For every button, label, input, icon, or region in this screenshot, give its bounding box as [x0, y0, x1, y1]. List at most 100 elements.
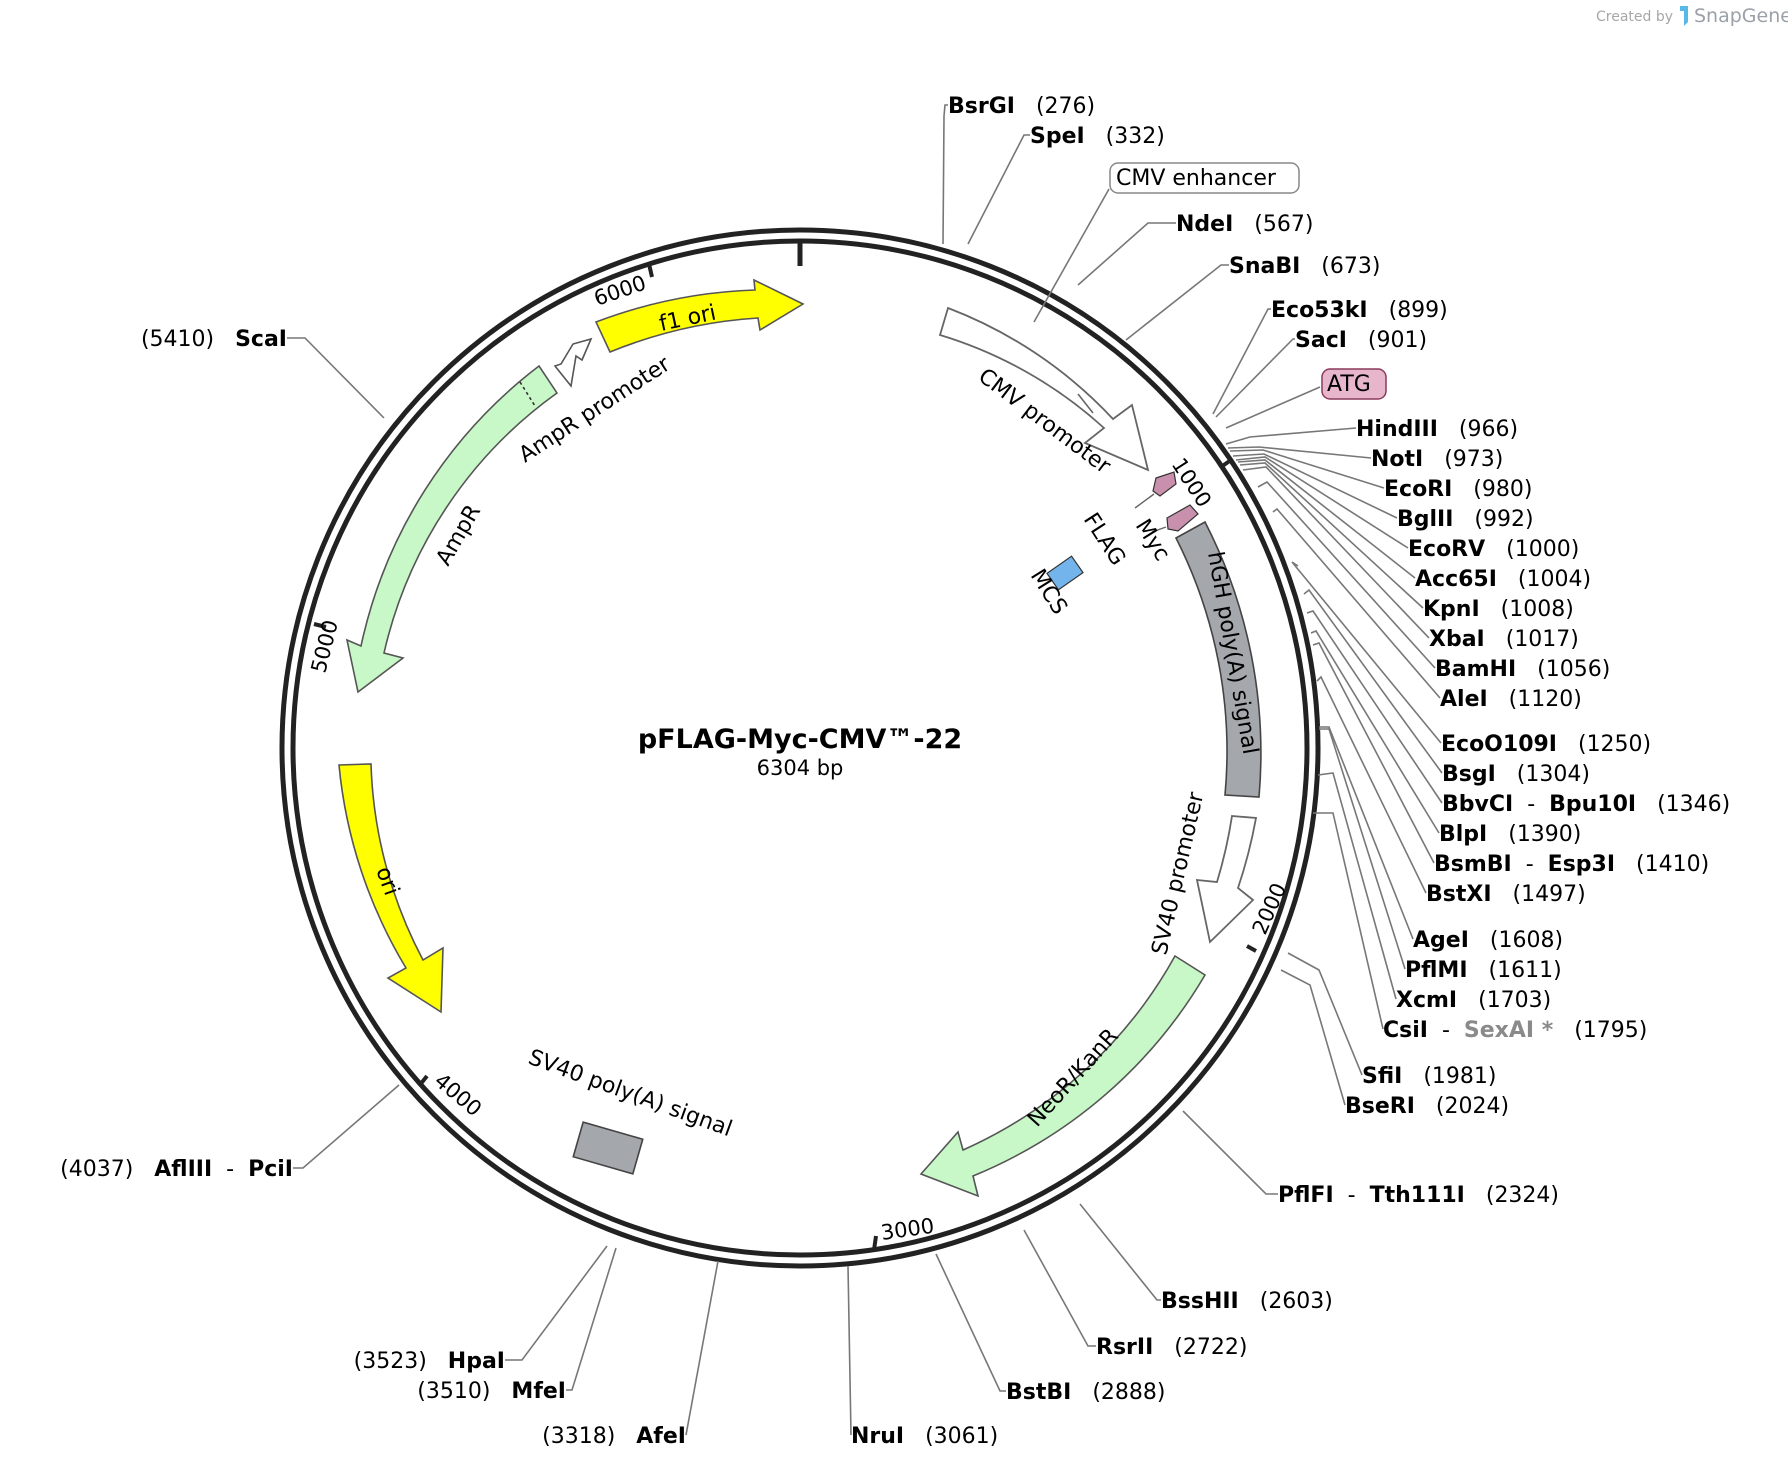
site-name: SnaBI: [1229, 254, 1300, 279]
site-leader-line: [942, 104, 948, 245]
site-name: BamHI: [1435, 657, 1516, 682]
callout-text: CMV enhancer: [1116, 166, 1277, 191]
site-bamhi[interactable]: BamHI (1056): [1257, 480, 1610, 682]
site-pos: (1304): [1496, 762, 1590, 787]
site-label: PflFI - Tth111I (2324): [1278, 1183, 1559, 1208]
site-leader-line: [1310, 630, 1440, 834]
site-spei[interactable]: SpeI (332): [967, 124, 1165, 245]
feature-ampr[interactable]: AmpR: [345, 364, 559, 694]
site-dash: -: [1428, 1018, 1464, 1043]
site-bstbi[interactable]: BstBI (2888): [935, 1253, 1165, 1405]
backbone: [279, 227, 1321, 1269]
site-bglii[interactable]: BglII (992): [1232, 453, 1534, 532]
site-pos: (901): [1347, 328, 1427, 353]
site-name: BssHII: [1161, 1289, 1239, 1314]
site-name: AgeI: [1413, 928, 1469, 953]
site-label: SnaBI (673): [1229, 254, 1380, 279]
feature-cmv-promoter[interactable]: CMV promoter: [938, 306, 1150, 480]
feature-sv40-polya[interactable]: SV40 poly(A) signal: [525, 1045, 735, 1175]
site-acc65i[interactable]: Acc65I (1004): [1237, 459, 1591, 592]
site-name: EcoO109I: [1441, 732, 1557, 757]
callout-atg[interactable]: ATG: [1225, 368, 1387, 429]
feature-neor-kanr[interactable]: NeoR/KanR: [919, 954, 1207, 1198]
site-bstxi[interactable]: BstXI (1497): [1316, 675, 1586, 907]
site-leader-line: [1125, 264, 1229, 341]
site-label: BstBI (2888): [1006, 1380, 1165, 1405]
site-blpi[interactable]: BlpI (1390): [1310, 630, 1581, 847]
site-label: BamHI (1056): [1435, 657, 1610, 682]
site-name: SfiI: [1362, 1064, 1402, 1089]
site-leader-line: [1257, 480, 1436, 669]
credit[interactable]: Created by SnapGene: [1596, 5, 1788, 27]
tick-mark: [1246, 944, 1257, 953]
site-ecorv[interactable]: EcoRV (1000): [1235, 456, 1579, 562]
sv40-promoter-label: SV40 promoter: [1147, 789, 1209, 957]
site-pos: (1703): [1457, 988, 1551, 1013]
site-nrui[interactable]: NruI (3061): [847, 1265, 998, 1449]
site-rsrii[interactable]: RsrII (2722): [1023, 1229, 1247, 1360]
site-ecoo109i[interactable]: EcoO109I (1250): [1291, 561, 1651, 757]
site-sfii[interactable]: SfiI (1981): [1287, 952, 1496, 1089]
site-xcmi[interactable]: XcmI (1703): [1317, 772, 1551, 1013]
site-pos: (1410): [1615, 852, 1709, 877]
site-ecori[interactable]: EcoRI (980): [1229, 449, 1532, 502]
feature-mcs[interactable]: MCS: [1025, 555, 1084, 619]
site-hpai[interactable]: (3523) HpaI: [354, 1245, 608, 1374]
site-saci[interactable]: SacI (901): [1215, 328, 1427, 418]
feature-ori[interactable]: ori: [338, 763, 444, 1014]
site-hindiii[interactable]: HindIII (966): [1225, 417, 1518, 445]
site-bsgi[interactable]: BsgI (1304): [1303, 588, 1590, 787]
site-pos: (3061): [904, 1424, 998, 1449]
site-snabi[interactable]: SnaBI (673): [1125, 254, 1380, 341]
tick-mark: [417, 1074, 429, 1088]
site-bsmbi[interactable]: BsmBI - Esp3I (1410): [1312, 642, 1709, 877]
site-leader-line: [1272, 507, 1441, 699]
plasmid-name: pFLAG-Myc-CMV™-22: [638, 724, 962, 755]
site-leader-line: [1232, 453, 1398, 519]
site-pflfi[interactable]: PflFI - Tth111I (2324): [1182, 1110, 1559, 1208]
site-bsshii[interactable]: BssHII (2603): [1079, 1203, 1333, 1314]
site-noti[interactable]: NotI (973): [1227, 446, 1503, 472]
site-afei[interactable]: (3318) AfeI: [542, 1260, 719, 1449]
feature-sv40-promoter[interactable]: SV40 promoter: [1147, 789, 1258, 957]
site-pos: (966): [1438, 417, 1518, 442]
site-pos: (3510): [417, 1379, 511, 1404]
site-ndei[interactable]: NdeI (567): [1077, 212, 1313, 286]
snapgene-logo-icon: [1680, 6, 1688, 26]
site-pos: (1004): [1497, 567, 1591, 592]
site-mfei[interactable]: (3510) MfeI: [417, 1247, 617, 1404]
site-pos: (973): [1423, 447, 1503, 472]
site-kpni[interactable]: KpnI (1008): [1239, 462, 1574, 622]
site-alei[interactable]: AleI (1120): [1272, 507, 1582, 712]
site-label: EcoO109I (1250): [1441, 732, 1651, 757]
callout-cmv-enhancer[interactable]: CMV enhancer: [1033, 162, 1300, 323]
site-pos: (1390): [1487, 822, 1581, 847]
site-bbvci[interactable]: BbvCI - Bpu10I (1346): [1306, 610, 1730, 817]
site-eco53ki[interactable]: Eco53kI (899): [1212, 298, 1448, 415]
site-label: Eco53kI (899): [1271, 298, 1448, 323]
site-csii[interactable]: CsiI - SexAI * (1795): [1313, 812, 1647, 1043]
plasmid-length: 6304 bp: [757, 756, 844, 780]
site-label: SacI (901): [1295, 328, 1427, 353]
callout-text: ATG: [1327, 372, 1371, 397]
site-label: (3510) MfeI: [417, 1379, 566, 1404]
site-agei[interactable]: AgeI (1608): [1319, 726, 1563, 953]
site-leader-line: [1242, 466, 1430, 639]
feature-hgh-polya[interactable]: hGH poly(A) signal: [1174, 520, 1262, 798]
site-leader-line: [1237, 459, 1416, 579]
site-pos: (899): [1368, 298, 1448, 323]
site-scai[interactable]: (5410) ScaI: [141, 327, 385, 419]
ampr-dotted-divider: [519, 381, 536, 407]
ampr-promoter-arrow: [553, 337, 593, 388]
site-xbai[interactable]: XbaI (1017): [1242, 466, 1579, 652]
site-pflmi[interactable]: PflMI (1611): [1319, 728, 1562, 983]
site-label: BsrGI (276): [948, 94, 1095, 119]
site-leader-line: [847, 1265, 852, 1436]
site-bsrgi[interactable]: BsrGI (276): [942, 94, 1095, 245]
cmv-promoter-divider: [1077, 393, 1094, 414]
sv40-polya-label: SV40 poly(A) signal: [525, 1045, 735, 1142]
site-bseri[interactable]: BseRI (2024): [1280, 969, 1509, 1119]
site-name: NotI: [1371, 447, 1423, 472]
restriction-sites: BsrGI (276) SpeI (332)NdeI (567)SnaBI (67…: [60, 94, 1730, 1449]
site-afliii[interactable]: (4037) AflIII - PciI: [60, 1084, 400, 1182]
